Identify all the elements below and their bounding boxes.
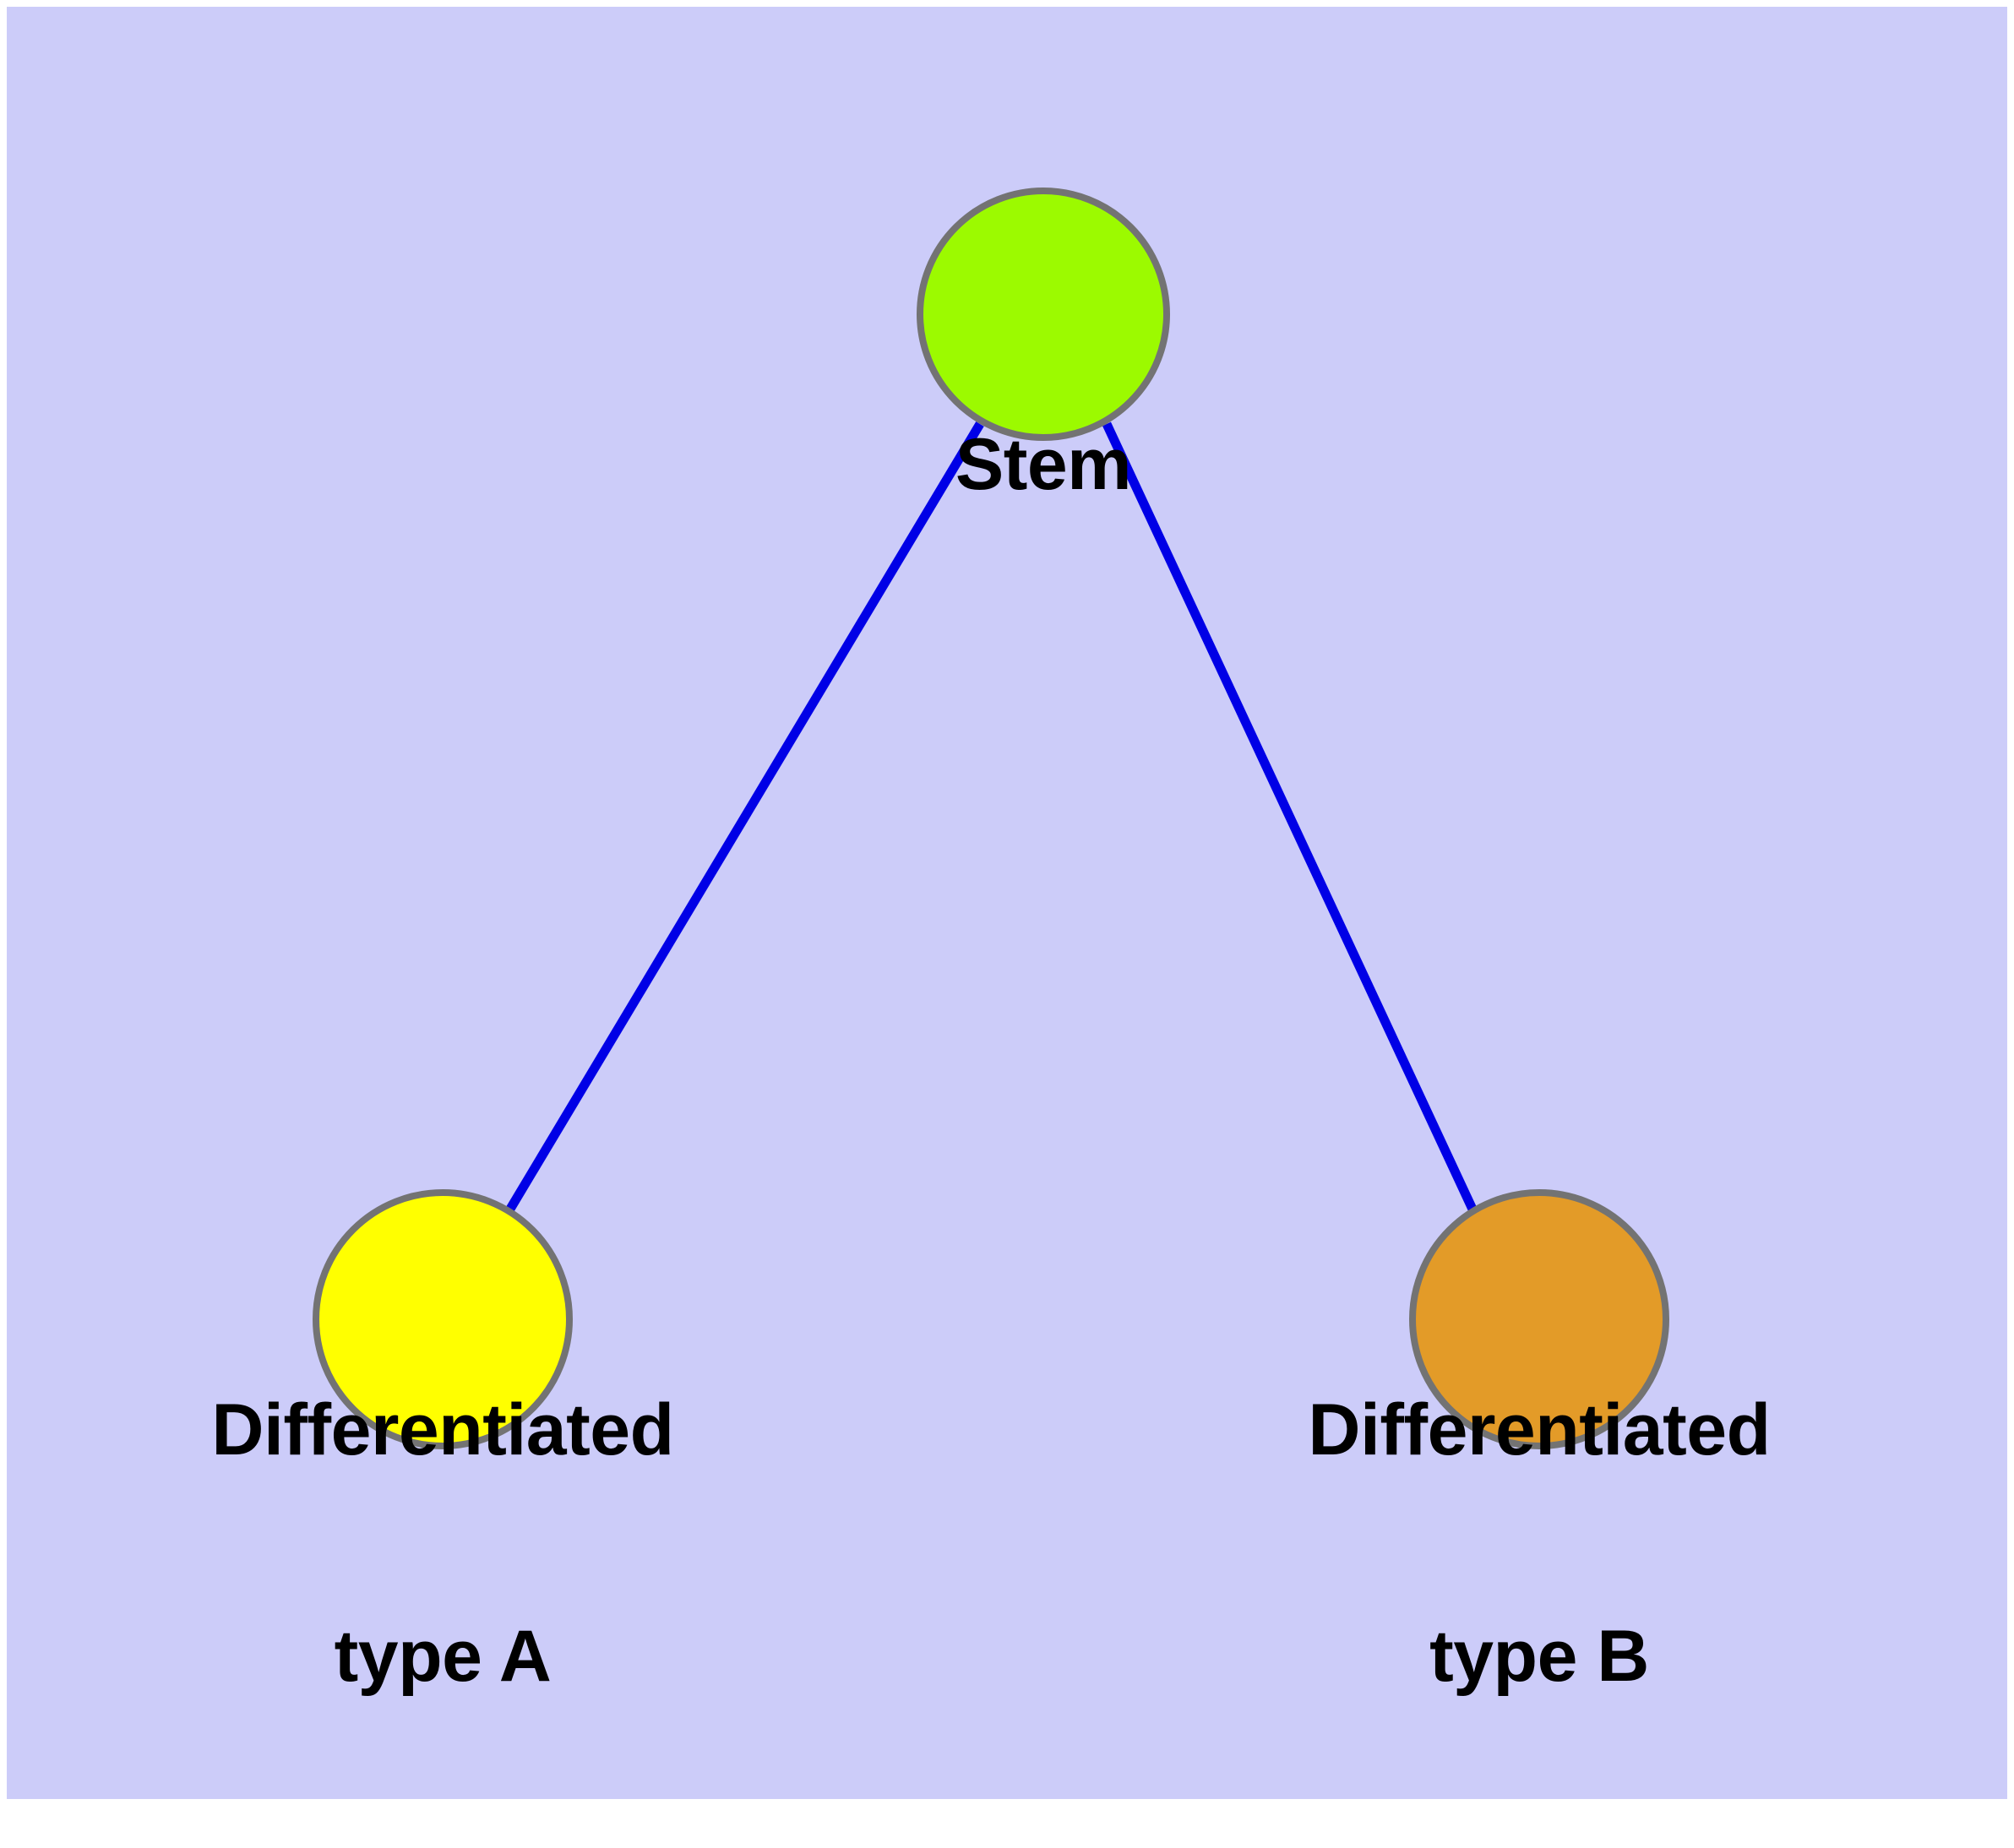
edge-stem-to-differentiated-type-a[interactable] — [503, 421, 984, 1217]
edge-layer — [503, 421, 1479, 1217]
graph-svg — [313, 188, 1669, 1449]
node-stem[interactable] — [917, 188, 1170, 441]
node-layer — [313, 188, 1669, 1449]
edge-stem-to-differentiated-type-b[interactable] — [1102, 421, 1479, 1217]
node-differentiated-type-b[interactable] — [1409, 1189, 1669, 1449]
node-differentiated-type-a[interactable] — [313, 1189, 573, 1449]
graph-canvas: Stem Differentiated type A Differentiate… — [7, 7, 2007, 1799]
